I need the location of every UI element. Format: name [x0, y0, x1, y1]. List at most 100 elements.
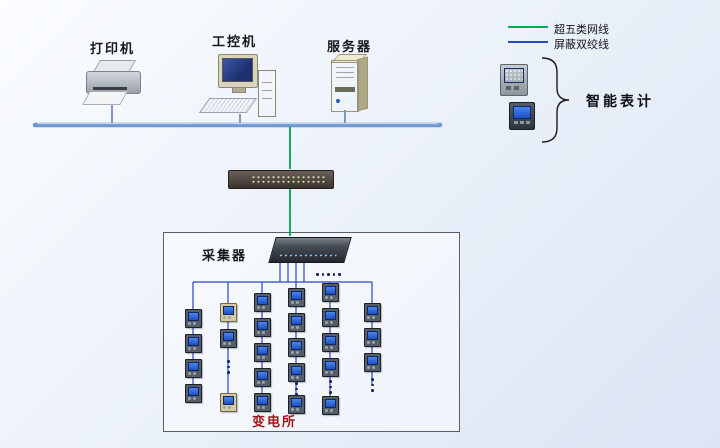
- printer-output-slot: [93, 87, 127, 90]
- meter-icon: [220, 303, 237, 322]
- meter-screen: [367, 356, 378, 365]
- meter-screen: [188, 312, 199, 321]
- meter-screen: [325, 361, 336, 370]
- meter-icon: [288, 338, 305, 357]
- meter-buttons: [291, 351, 302, 354]
- meter-icon: [322, 396, 339, 415]
- meter-screen: [291, 291, 302, 300]
- collector-label: 采集器: [202, 248, 248, 263]
- meter-screen: [257, 346, 268, 355]
- pc-screen: [222, 58, 253, 82]
- meter-icon: [364, 303, 381, 322]
- printer-label: 打印机: [90, 41, 136, 56]
- meter-screen: [188, 362, 199, 371]
- collector-icon: [268, 237, 352, 263]
- brace: [541, 57, 570, 143]
- server-icon: [326, 54, 372, 112]
- legend-cat5e-label: 超五类网线: [554, 24, 609, 36]
- more-meters-ellipsis: [227, 360, 230, 374]
- meter-icon: [288, 313, 305, 332]
- meter-buttons: [367, 341, 378, 344]
- meter-buttons: [325, 296, 336, 299]
- server-front-face: [331, 60, 359, 112]
- meter-screen: [367, 306, 378, 315]
- meter-screen: [291, 366, 302, 375]
- meter-icon: [254, 343, 271, 362]
- meter-screen: [223, 332, 234, 341]
- meter-screen: [325, 311, 336, 320]
- meter-buttons: [325, 346, 336, 349]
- meter-buttons: [514, 121, 530, 125]
- meter-screen: [188, 337, 199, 346]
- meter-icon: [288, 363, 305, 382]
- server-power-led: [336, 99, 340, 103]
- pc-keyboard: [198, 98, 258, 113]
- meter-buttons: [367, 366, 378, 369]
- printer-paper-sheet: [82, 91, 128, 105]
- meter-icon: [322, 308, 339, 327]
- meter-screen: [367, 331, 378, 340]
- meter-screen: [223, 396, 234, 405]
- meter-buttons: [188, 347, 199, 350]
- smart-meter-icon-small: [509, 102, 535, 130]
- meter-icon: [364, 353, 381, 372]
- meter-screen: [291, 398, 302, 407]
- meter-buttons: [291, 301, 302, 304]
- meter-screen: [257, 296, 268, 305]
- meter-buttons: [325, 321, 336, 324]
- smart-meter-group-label: 智能表计: [586, 93, 654, 109]
- pc-monitor: [218, 54, 258, 88]
- meter-screen: [257, 371, 268, 380]
- meter-buttons: [223, 342, 234, 345]
- meter-buttons: [367, 316, 378, 319]
- meter-screen: [325, 286, 336, 295]
- meter-screen: [504, 68, 524, 83]
- meter-screen: [325, 399, 336, 408]
- meter-icon: [220, 329, 237, 348]
- meter-icon: [185, 309, 202, 328]
- more-meters-ellipsis: [371, 378, 374, 392]
- server-drive-bay: [335, 87, 355, 92]
- meter-icon: [322, 283, 339, 302]
- meter-screen: [188, 387, 199, 396]
- meter-buttons: [188, 397, 199, 400]
- industrial-pc-icon: [198, 54, 280, 117]
- meter-screen: [291, 316, 302, 325]
- substation-label: 变电所: [252, 414, 298, 429]
- meter-icon: [364, 328, 381, 347]
- industrial-pc-label: 工控机: [212, 34, 258, 49]
- meter-buttons: [257, 406, 268, 409]
- switch-ports: [251, 175, 327, 184]
- meter-screen: [223, 306, 234, 315]
- meter-buttons: [188, 372, 199, 375]
- meter-screen: [257, 321, 268, 330]
- smart-meter-icon-large: [500, 64, 528, 96]
- meter-buttons: [291, 376, 302, 379]
- meter-buttons: [257, 331, 268, 334]
- more-meters-ellipsis: [329, 380, 332, 394]
- meter-icon: [185, 359, 202, 378]
- pc-tower: [258, 70, 276, 117]
- printer-icon: [82, 60, 142, 106]
- meter-icon: [254, 293, 271, 312]
- meter-buttons: [257, 356, 268, 359]
- meter-icon: [185, 334, 202, 353]
- meter-icon: [288, 288, 305, 307]
- meter-buttons: [257, 306, 268, 309]
- meter-icon: [288, 395, 305, 414]
- more-meters-ellipsis: [295, 382, 298, 396]
- server-label: 服务器: [327, 39, 373, 54]
- meter-buttons: [223, 316, 234, 319]
- meter-icon: [185, 384, 202, 403]
- more-columns-ellipsis: [316, 273, 341, 276]
- substation-box: [163, 232, 460, 432]
- meter-screen: [257, 396, 268, 405]
- collector-ports: [277, 253, 338, 259]
- meter-icon: [254, 393, 271, 412]
- legend-stp-label: 屏蔽双绞线: [554, 39, 609, 51]
- meter-buttons: [325, 371, 336, 374]
- meter-buttons: [257, 381, 268, 384]
- meter-buttons: [291, 326, 302, 329]
- meter-buttons: [325, 409, 336, 412]
